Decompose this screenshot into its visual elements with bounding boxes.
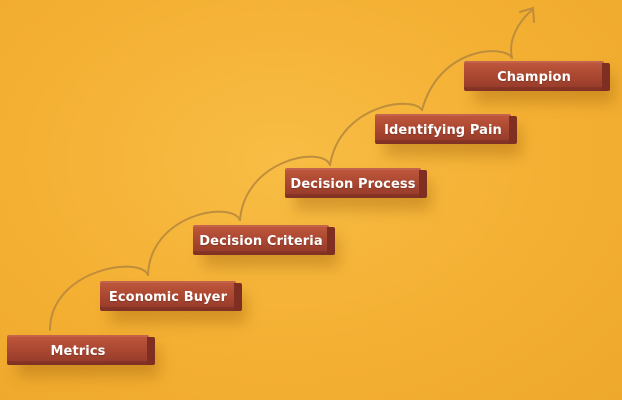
step-label: Decision Process [290,176,416,192]
block-end-face [327,227,335,255]
arrowhead-icon [519,6,535,23]
step-block-identifying-pain: Identifying Pain [375,114,517,144]
arc-arrow-4 [329,102,423,166]
step-label: Decision Criteria [199,233,323,249]
arc-arrow-2 [147,210,241,276]
block-end-face [419,170,427,198]
step-label: Identifying Pain [384,122,502,138]
step-block-economic-buyer: Economic Buyer [100,281,242,311]
step-label: Economic Buyer [108,289,228,305]
step-block-decision-process: Decision Process [285,168,427,198]
arc-arrow-5 [421,50,513,111]
block-end-face [234,283,242,311]
block-end-face [147,337,155,365]
arc-arrow-1 [49,265,149,331]
arc-arrow-3 [239,155,331,221]
step-label: Champion [497,69,571,85]
block-end-face [509,116,517,144]
block-end-face [602,63,610,91]
step-block-champion: Champion [464,61,610,91]
step-label: Metrics [50,343,106,359]
step-block-decision-criteria: Decision Criteria [193,225,335,255]
step-block-metrics: Metrics [7,335,155,365]
arc-arrow-6 [510,9,533,59]
